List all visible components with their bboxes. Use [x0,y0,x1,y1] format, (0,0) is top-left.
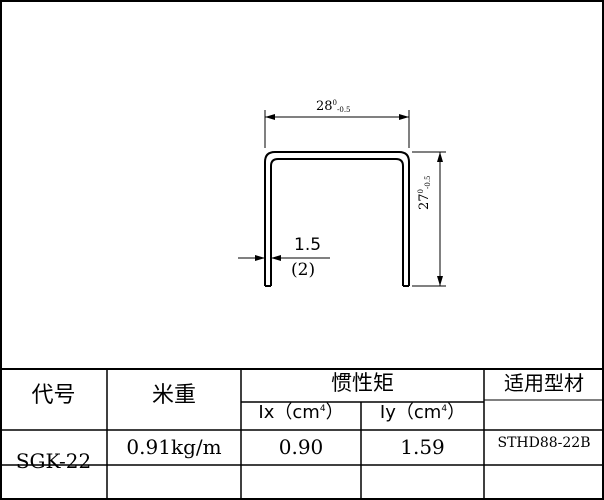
width-value: 28 [316,99,333,114]
thickness-value: 1.5 [294,235,322,255]
height-label: 270-0.5 [417,175,432,210]
spec-table-grid [0,368,604,500]
header-ix-exp: 4 [319,404,326,414]
width-label: 280-0.5 [316,99,351,114]
header-ix-close: ） [325,402,344,423]
header-iy-text: Iy（cm [379,402,442,423]
height-dimension [412,151,446,287]
height-tolerance-upper: 0 [417,188,425,194]
thickness-alt-value: (2) [291,260,316,280]
header-iy-exp: 4 [441,404,448,414]
row-iy: 1.59 [400,435,445,459]
row-code: SGK-22 [15,449,92,473]
header-model: 适用型材 [504,371,584,395]
height-value: 27 [417,193,432,210]
width-tolerance-lower: -0.5 [337,106,351,114]
thickness-dimension [238,255,330,261]
header-ix: Ix（cm4） [241,404,361,422]
header-inertia: 惯性矩 [331,371,394,395]
row-weight: 0.91kg/m [126,435,222,459]
width-dimension [264,110,410,148]
header-iy: Iy（cm4） [361,404,484,422]
row-model: STHD88-22B [497,435,591,451]
height-tolerance-lower: -0.5 [424,175,432,189]
header-weight: 米重 [151,383,196,408]
width-tolerance-upper: 0 [332,99,338,107]
channel-profile [264,151,410,287]
header-ix-text: Ix（cm [258,402,320,423]
header-iy-close: ） [447,402,466,423]
row-ix: 0.90 [278,435,324,459]
header-code: 代号 [31,383,76,408]
